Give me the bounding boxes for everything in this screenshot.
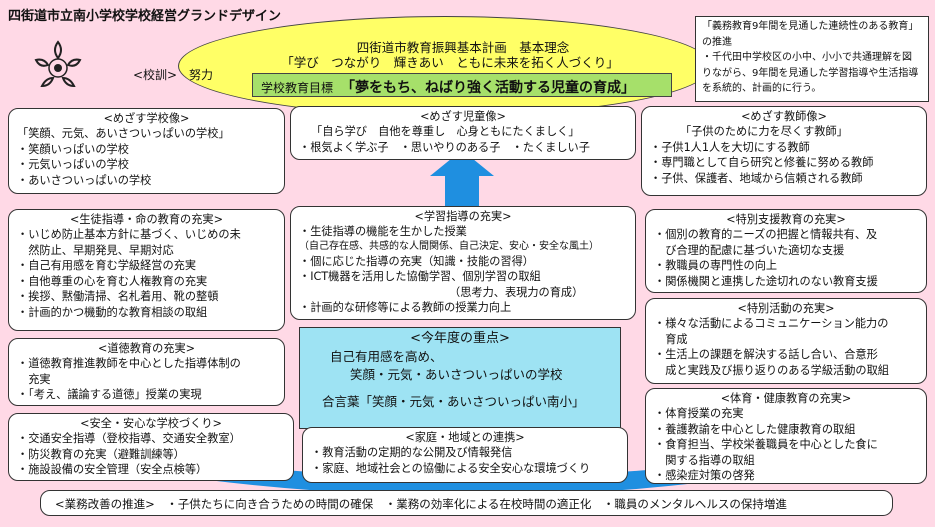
special-support-heading: <特別支援教育の充実> — [726, 213, 846, 226]
teacher-image-item: ・専門職として自ら研究と修養に努める教師 — [650, 156, 874, 170]
child-image-heading: <めざす児童像> — [420, 110, 506, 123]
guidance-item: ・計画的かつ機動的な教育相談の取組 — [17, 305, 208, 319]
school-image-box: <めざす学校像> 「笑顔、元気、あいさついっぱいの学校」 ・笑顔いっぱいの学校 … — [8, 108, 285, 194]
safety-item: ・防災教育の充実（避難訓練等） — [17, 447, 185, 461]
safety-item: ・施設設備の安全管理（安全点検等） — [17, 463, 208, 477]
special-activities-box: <特別活動の充実> ・様々な活動によるコミュニケーション能力の 育成 ・生活上の… — [645, 298, 927, 384]
school-image-item: 「笑顔、元気、あいさついっぱいの学校」 — [17, 127, 230, 141]
special-activities-item: 育成 — [654, 332, 688, 346]
work-reform-bar: <業務改善の推進> ・子供たちに向き合うための時間の確保 ・業務の効率化による在… — [40, 490, 893, 516]
special-activities-item: ・様々な活動によるコミュニケーション能力の — [654, 317, 889, 331]
learning-heading: <学習指導の充実> — [414, 210, 512, 223]
moral-heading: <道徳教育の充実> — [97, 342, 196, 355]
learning-item: ・個に応じた指導の充実（知識・技能の習得） — [299, 254, 534, 268]
special-support-box: <特別支援教育の充実> ・個別の教育的ニーズの把握と情報共有、及 び合理的配慮に… — [645, 209, 927, 293]
learning-item: （思考力、表現力の育成） — [449, 285, 584, 299]
teacher-image-box: <めざす教師像> 「子供のために力を尽くす教師」 ・子供1人1人を大切にする教師… — [641, 106, 927, 196]
health-item: ・食育担当、学校栄養職員を中心とした食に — [654, 438, 878, 452]
school-image-item: ・あいさついっぱいの学校 — [17, 173, 152, 187]
health-item: ・養護教諭を中心とした健康教育の取組 — [654, 422, 856, 436]
focus-line2: 笑顔・元気・あいさついっぱいの学校 — [350, 366, 563, 382]
goal-label: 学校教育目標 — [261, 81, 334, 95]
special-activities-item: ・生活上の課題を解決する話し合い、合意形 — [654, 348, 878, 362]
health-item: ・感染症対策の啓発 — [654, 469, 755, 483]
ring-arrow — [150, 455, 780, 496]
health-item: ・体育授業の充実 — [654, 407, 744, 421]
focus-slogan: 合言葉「笑顔・元気・あいさついっぱい南小」 — [322, 394, 585, 410]
special-activities-heading: <特別活動の充実> — [737, 302, 835, 315]
goal-text: 「夢をもち、ねばり強く活動する児童の育成」 — [341, 80, 636, 96]
page-title: 四街道市立南小学校学校経営グランドデザイン — [8, 9, 282, 24]
safety-heading: <安全・安心な学校づくり> — [80, 417, 222, 430]
guidance-item: 然防止、早期発見、早期対応 — [17, 243, 174, 257]
community-heading: <家庭・地域との連携> — [405, 431, 525, 444]
guidance-item: ・自己有用感を育む学級経営の充実 — [17, 259, 197, 273]
special-support-item: ・個別の教育的ニーズの把握と情報共有、及 — [654, 228, 878, 242]
plan-title: 四街道市教育振興基本計画 基本理念 — [356, 40, 570, 55]
note-line: を系統的、計画的に行う。 — [702, 83, 822, 94]
note-line: ・千代田中学校区の小中、小小で共通理解を図 — [702, 52, 912, 63]
focus-line1: 自己有用感を高め、 — [330, 349, 443, 365]
up-arrow — [430, 150, 494, 206]
moral-item: ・「考え、議論する道徳」授業の実現 — [17, 388, 202, 402]
teacher-image-item: ・子供1人1人を大切にする教師 — [650, 140, 810, 154]
compulsory-education-note: 「義務教育9年間を見通した連続性のある教育」 の推進 ・千代田中学校区の小中、小… — [695, 16, 929, 102]
child-image-item: ・根気よく学ぶ子 ・思いやりのある子 ・たくましい子 — [299, 140, 590, 154]
safety-box: <安全・安心な学校づくり> ・交通安全指導（登校指導、交通安全教室） ・防災教育… — [8, 413, 294, 481]
guidance-heading: <生徒指導・命の教育の充実> — [70, 213, 223, 226]
motto-text: 努力 — [188, 68, 213, 82]
moral-item: ・道徳教育推進教師を中心とした指導体制の — [17, 357, 241, 371]
guidance-item: ・いじめ防止基本方針に基づく、いじめの未 — [17, 228, 241, 242]
note-line: りながら、9年間を見通した学習指導や生活指導 — [702, 67, 919, 79]
school-goal: 学校教育目標「夢をもち、ねばり強く活動する児童の育成」 — [252, 73, 672, 97]
moral-item: 充実 — [17, 372, 51, 386]
special-support-item: び合理的配慮に基づいた適切な支援 — [654, 243, 845, 257]
special-activities-item: 成と実践及び振り返りのある学級活動の取組 — [654, 363, 889, 377]
health-box: <体育・健康教育の充実> ・体育授業の充実 ・養護教諭を中心とした健康教育の取組… — [645, 388, 927, 484]
motto-label: <校訓> — [133, 68, 178, 82]
learning-item: （自己存在感、共感的な人間関係、自己決定、安心・安全な風土） — [299, 240, 599, 252]
note-line: 「義務教育9年間を見通した連続性のある教育」 — [702, 21, 919, 32]
guidance-box: <生徒指導・命の教育の充実> ・いじめ防止基本方針に基づく、いじめの未 然防止、… — [8, 209, 285, 331]
focus-heading: <今年度の重点> — [410, 331, 510, 346]
school-image-heading: <めざす学校像> — [103, 112, 190, 125]
learning-box: <学習指導の充実> ・生徒指導の機能を生かした授業 （自己存在感、共感的な人間関… — [290, 206, 636, 320]
school-motto: <校訓> 努力 — [133, 66, 213, 83]
safety-item: ・交通安全指導（登校指導、交通安全教室） — [17, 432, 241, 446]
note-line: の推進 — [702, 36, 732, 48]
school-image-item: ・元気いっぱいの学校 — [17, 158, 129, 172]
school-image-item: ・笑顔いっぱいの学校 — [17, 142, 129, 156]
teacher-image-item: 「子供のために力を尽くす教師」 — [680, 125, 848, 139]
learning-item: ・生徒指導の機能を生かした授業 — [299, 225, 467, 239]
community-item: ・教育活動の定期的な公開及び情報発信 — [311, 446, 513, 460]
vision-ellipse — [178, 16, 712, 116]
child-image-item: 「自ら学び 自他を尊重し 心身ともにたくましく」 — [311, 125, 580, 139]
health-heading: <体育・健康教育の充実> — [720, 392, 852, 405]
moral-box: <道徳教育の充実> ・道徳教育推進教師を中心とした指導体制の 充実 ・「考え、議… — [8, 338, 285, 406]
child-image-box: <めざす児童像> 「自ら学び 自他を尊重し 心身ともにたくましく」 ・根気よく学… — [290, 106, 636, 160]
health-item: 関する指導の取組 — [654, 453, 755, 467]
plan-text: 「学び つながり 輝きあい ともに未来を拓く人づくり」 — [281, 55, 619, 70]
learning-item: ・計画的な研修等による教師の授業力向上 — [299, 301, 512, 315]
guidance-item: ・自他尊重の心を育む人権教育の充実 — [17, 274, 208, 288]
teacher-image-heading: <めざす教師像> — [741, 110, 827, 123]
guidance-item: ・挨拶、黙働清掃、名札着用、靴の整頓 — [17, 290, 219, 304]
special-support-item: ・教職員の専門性の向上 — [654, 259, 778, 273]
special-support-item: ・関係機関と連携した途切れのない教育支援 — [654, 274, 878, 288]
teacher-image-item: ・子供、保護者、地域から信頼される教師 — [650, 171, 863, 185]
annual-focus-box: <今年度の重点> 自己有用感を高め、 笑顔・元気・あいさついっぱいの学校 合言葉… — [299, 327, 621, 429]
school-emblem-icon — [34, 40, 82, 88]
community-item: ・家庭、地域社会との協働による安全安心な環境づくり — [311, 461, 591, 475]
community-box: <家庭・地域との連携> ・教育活動の定期的な公開及び情報発信 ・家庭、地域社会と… — [302, 427, 628, 483]
learning-item: ・ICT機器を活用した協働学習、個別学習の取組 — [299, 270, 541, 284]
